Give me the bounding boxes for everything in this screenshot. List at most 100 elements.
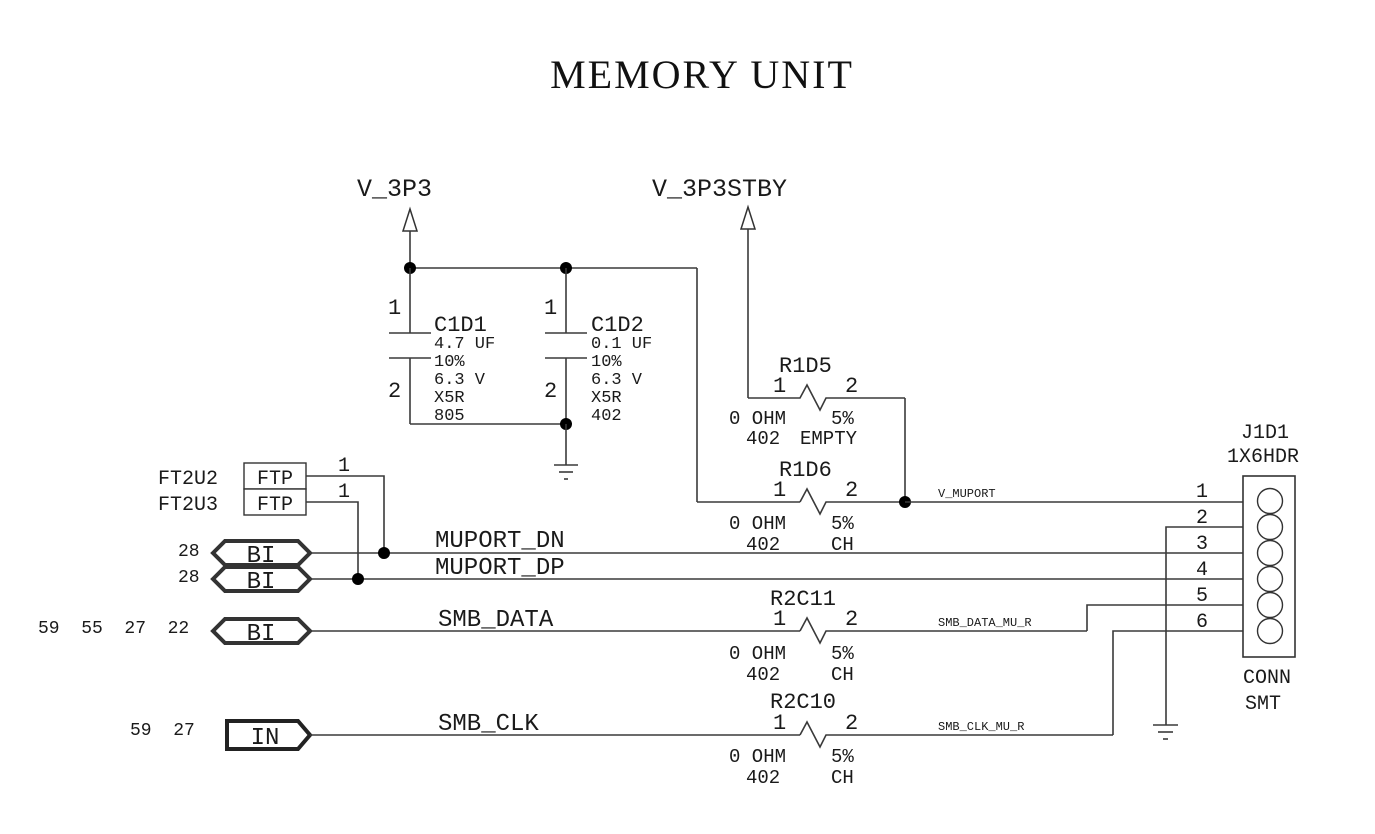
pin-number: 1 [773,607,786,632]
port-page-refs: 28 [178,568,200,588]
pin-number: 2 [1196,507,1208,530]
net-label: SMB_DATA_MU_R [938,616,1032,630]
pin-icon [1256,591,1284,619]
pin-number: 1 [338,455,350,478]
net-label: SMB_CLK [438,711,539,738]
refdes: R2C10 [770,690,836,715]
wire [306,475,385,553]
pin-icon [1256,539,1284,567]
pin-icon [1256,565,1284,593]
net-label: SMB_CLK_MU_R [938,720,1024,734]
resistor-r2c11[interactable]: R2C11 1 2 0 OHM 5% 402 CH [729,587,1087,686]
res-package: 402 [746,428,780,450]
resistor-r1d5[interactable]: R1D5 1 2 0 OHM 5% 402 EMPTY [729,354,905,450]
pin-number: 1 [338,481,350,504]
res-value: 0 OHM [729,513,786,535]
cap-voltage: 6.3 V [434,371,486,390]
port-type: BI [247,569,276,596]
connector-pins [1256,487,1284,645]
wire [1086,604,1243,631]
port-smb-data[interactable]: 59 55 27 22 BI [38,617,313,648]
resistor-r1d6[interactable]: R1D6 1 2 0 OHM 5% 402 CH [729,458,905,556]
port-page-refs: 28 [178,542,200,562]
pin-icon [1256,617,1284,645]
refdes: FT2U3 [158,494,218,517]
junction-dot [378,547,390,559]
res-package: 402 [746,534,780,556]
refdes: R2C11 [770,587,836,612]
testpoint-label: FTP [257,468,293,491]
pin-number: 4 [1196,559,1208,582]
pin-number: 1 [773,711,786,736]
testpoint-ft2u3[interactable]: FT2U3 FTP 1 [158,481,350,517]
res-tolerance: 5% [831,408,854,430]
connector-mount: SMT [1245,693,1281,716]
cap-value: 0.1 UF [591,335,652,354]
sheet-title: MEMORY UNIT [550,52,854,97]
refdes: J1D1 [1241,422,1289,445]
pin-number: 2 [388,379,401,404]
pin-number: 2 [845,711,858,736]
pin-icon [1256,513,1284,541]
refdes: C1D2 [591,313,644,338]
cap-dielectric: X5R [434,389,465,408]
cap-voltage: 6.3 V [591,371,643,390]
net-label: MUPORT_DP [435,555,565,582]
net-label: V_MUPORT [938,487,996,501]
pin-number: 1 [773,478,786,503]
wire [1112,630,1243,735]
net-label: SMB_DATA [438,607,554,634]
connector-j1d1[interactable]: J1D1 1X6HDR 1 2 3 4 5 6 CONN SMT [1196,422,1299,716]
port-page-refs: 59 27 [130,721,195,741]
power-label-v3p3: V_3P3 [357,175,432,204]
res-value: 0 OHM [729,643,786,665]
pin-number: 6 [1196,611,1208,634]
cap-package: 402 [591,407,622,426]
res-tolerance: 5% [831,746,854,768]
testpoint-ft2u2[interactable]: FT2U2 FTP 1 [158,455,350,491]
cap-tolerance: 10% [434,353,465,372]
refdes: C1D1 [434,313,487,338]
port-smb-clk[interactable]: 59 27 IN [130,719,313,752]
refdes: FT2U2 [158,468,218,491]
connector-type: CONN [1243,667,1291,690]
port-muport-dp[interactable]: 28 BI [178,565,313,596]
connector-part: 1X6HDR [1227,446,1299,469]
resistor-r2c10[interactable]: R2C10 1 2 0 OHM 5% 402 CH [729,690,1113,789]
cap-package: 805 [434,407,465,426]
testpoint-label: FTP [257,494,293,517]
power-label-v3p3stby: V_3P3STBY [652,175,787,204]
port-type: IN [251,725,280,752]
res-tolerance: 5% [831,513,854,535]
pin-icon [1256,487,1284,515]
pin-number: 2 [845,478,858,503]
res-value: 0 OHM [729,408,786,430]
ground-icon [1153,724,1178,740]
res-value: 0 OHM [729,746,786,768]
pin-number: 3 [1196,533,1208,556]
power-arrow-icon [401,206,419,232]
refdes: R1D5 [779,354,832,379]
pin-number: 1 [1196,481,1208,504]
res-status: CH [831,664,854,686]
res-package: 402 [746,664,780,686]
pin-number: 2 [845,607,858,632]
junction-dot [352,573,364,585]
port-page-refs: 59 55 27 22 [38,619,189,639]
capacitor-c1d1[interactable]: 1 2 C1D1 4.7 UF 10% 6.3 V X5R 805 [388,268,495,426]
capacitor-c1d2[interactable]: 1 2 C1D2 0.1 UF 10% 6.3 V X5R 402 [544,268,652,426]
port-muport-dn[interactable]: 28 BI [178,539,313,570]
cap-value: 4.7 UF [434,335,495,354]
refdes: R1D6 [779,458,832,483]
res-status: CH [831,534,854,556]
res-tolerance: 5% [831,643,854,665]
res-package: 402 [746,767,780,789]
cap-dielectric: X5R [591,389,622,408]
pin-number: 1 [388,296,401,321]
cap-tolerance: 10% [591,353,622,372]
wire [1165,526,1243,725]
pin-number: 2 [544,379,557,404]
net-label: MUPORT_DN [435,528,565,555]
ground-icon [554,464,578,480]
